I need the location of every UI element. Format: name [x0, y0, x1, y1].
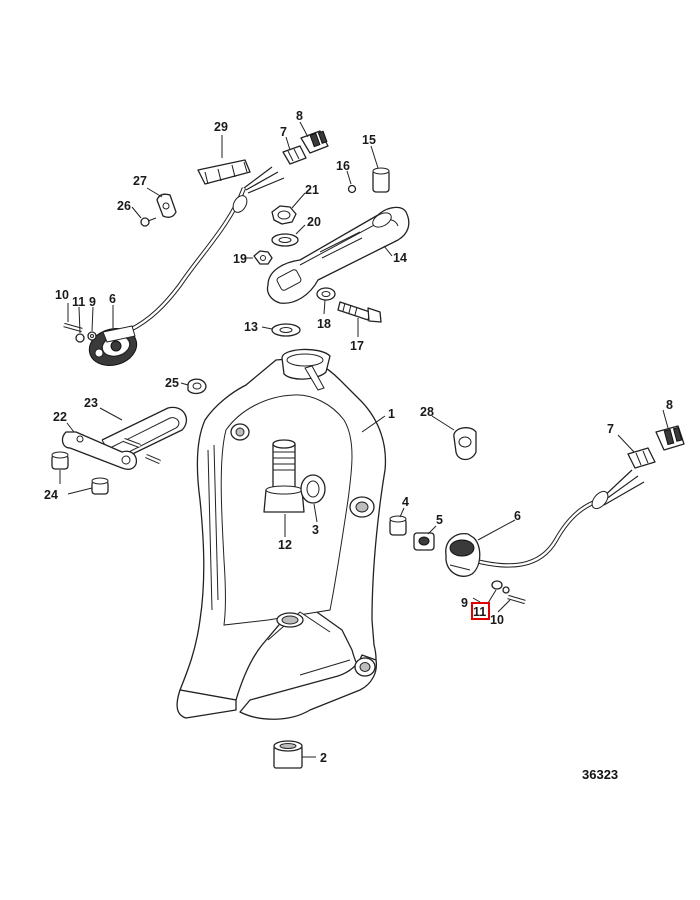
- connector-7-left: [282, 145, 307, 165]
- pivot-pin-12: [263, 439, 305, 513]
- callout-23: 23: [84, 396, 98, 410]
- screw-10-left: [63, 322, 83, 333]
- washer-18: [316, 287, 336, 301]
- callout-21: 21: [305, 183, 319, 197]
- trim-sender-6-left: [88, 325, 138, 366]
- callout-4: 4: [402, 495, 409, 509]
- callout-20: 20: [307, 215, 321, 229]
- callout-7-top: 7: [280, 125, 287, 139]
- u-bolt-23-studs: [123, 437, 161, 465]
- callout-28: 28: [420, 405, 434, 419]
- callout-6-right: 6: [514, 509, 521, 523]
- callout-18: 18: [317, 317, 331, 331]
- screw-11-right: [491, 580, 503, 590]
- callout-10-right: 10: [490, 613, 504, 627]
- bushing-2: [273, 740, 303, 769]
- bushing-5: [413, 532, 435, 551]
- leader-lines: [59, 121, 669, 758]
- nut-24-upper: [51, 451, 69, 470]
- u-bolt-23: [101, 406, 187, 461]
- callout-5: 5: [436, 513, 443, 527]
- gimbal-ring-1: [176, 348, 387, 720]
- nut-21: [271, 205, 297, 225]
- callout-10-left: 10: [55, 288, 69, 302]
- callout-22: 22: [53, 410, 67, 424]
- callout-2: 2: [320, 751, 327, 765]
- callout-19: 19: [233, 252, 247, 266]
- steering-arm-14: [266, 206, 410, 304]
- nut-19: [253, 250, 273, 265]
- callout-6-left: 6: [109, 292, 116, 306]
- wire-harness-right: [471, 469, 645, 568]
- callout-12: 12: [278, 538, 292, 552]
- callout-11-right: 11: [473, 605, 486, 619]
- screw-10-right: [507, 594, 526, 605]
- bolt-17: [337, 301, 382, 323]
- bushing-4: [389, 515, 407, 536]
- wire-harness-left: [129, 166, 285, 332]
- callout-29: 29: [214, 120, 228, 134]
- callout-8-top: 8: [296, 109, 303, 123]
- connector-8-left: [300, 130, 329, 154]
- connector-7-right: [627, 447, 656, 469]
- washer-9-right: [502, 586, 510, 594]
- callout-16: 16: [336, 159, 350, 173]
- callout-14: 14: [393, 251, 407, 265]
- washer-20: [271, 233, 299, 247]
- washer-9-left: [87, 331, 97, 341]
- callout-9-right: 9: [461, 596, 468, 610]
- callout-labels: 29 8 7 15 16 27 26 21 20 19 14 10 11 9 6…: [44, 109, 673, 765]
- washer-3: [300, 474, 326, 504]
- callout-9-left: 9: [89, 295, 96, 309]
- guide-15: [372, 167, 390, 193]
- callout-13: 13: [244, 320, 258, 334]
- bracket-29: [197, 159, 251, 185]
- screw-26: [140, 217, 157, 227]
- callout-3: 3: [312, 523, 319, 537]
- callout-1: 1: [388, 407, 395, 421]
- bracket-28: [453, 427, 477, 461]
- washer-13: [271, 323, 301, 337]
- callout-25: 25: [165, 376, 179, 390]
- screw-11-left: [75, 333, 85, 343]
- trim-sender-6-right: [445, 533, 481, 577]
- plate-22: [61, 431, 138, 470]
- callout-15: 15: [362, 133, 376, 147]
- callout-11-left: 11: [72, 295, 85, 309]
- retainer-25: [187, 378, 207, 395]
- fitting-16: [347, 184, 357, 194]
- figure-number: 36323: [582, 767, 618, 782]
- nut-24-lower: [91, 477, 109, 495]
- callout-24: 24: [44, 488, 58, 502]
- callout-7-right: 7: [607, 422, 614, 436]
- callout-27: 27: [133, 174, 147, 188]
- connector-8-right: [655, 425, 685, 451]
- highlight-box-11: [471, 602, 490, 620]
- clip-27: [156, 193, 177, 218]
- callout-8-right: 8: [666, 398, 673, 412]
- callout-17: 17: [350, 339, 364, 353]
- callout-26: 26: [117, 199, 131, 213]
